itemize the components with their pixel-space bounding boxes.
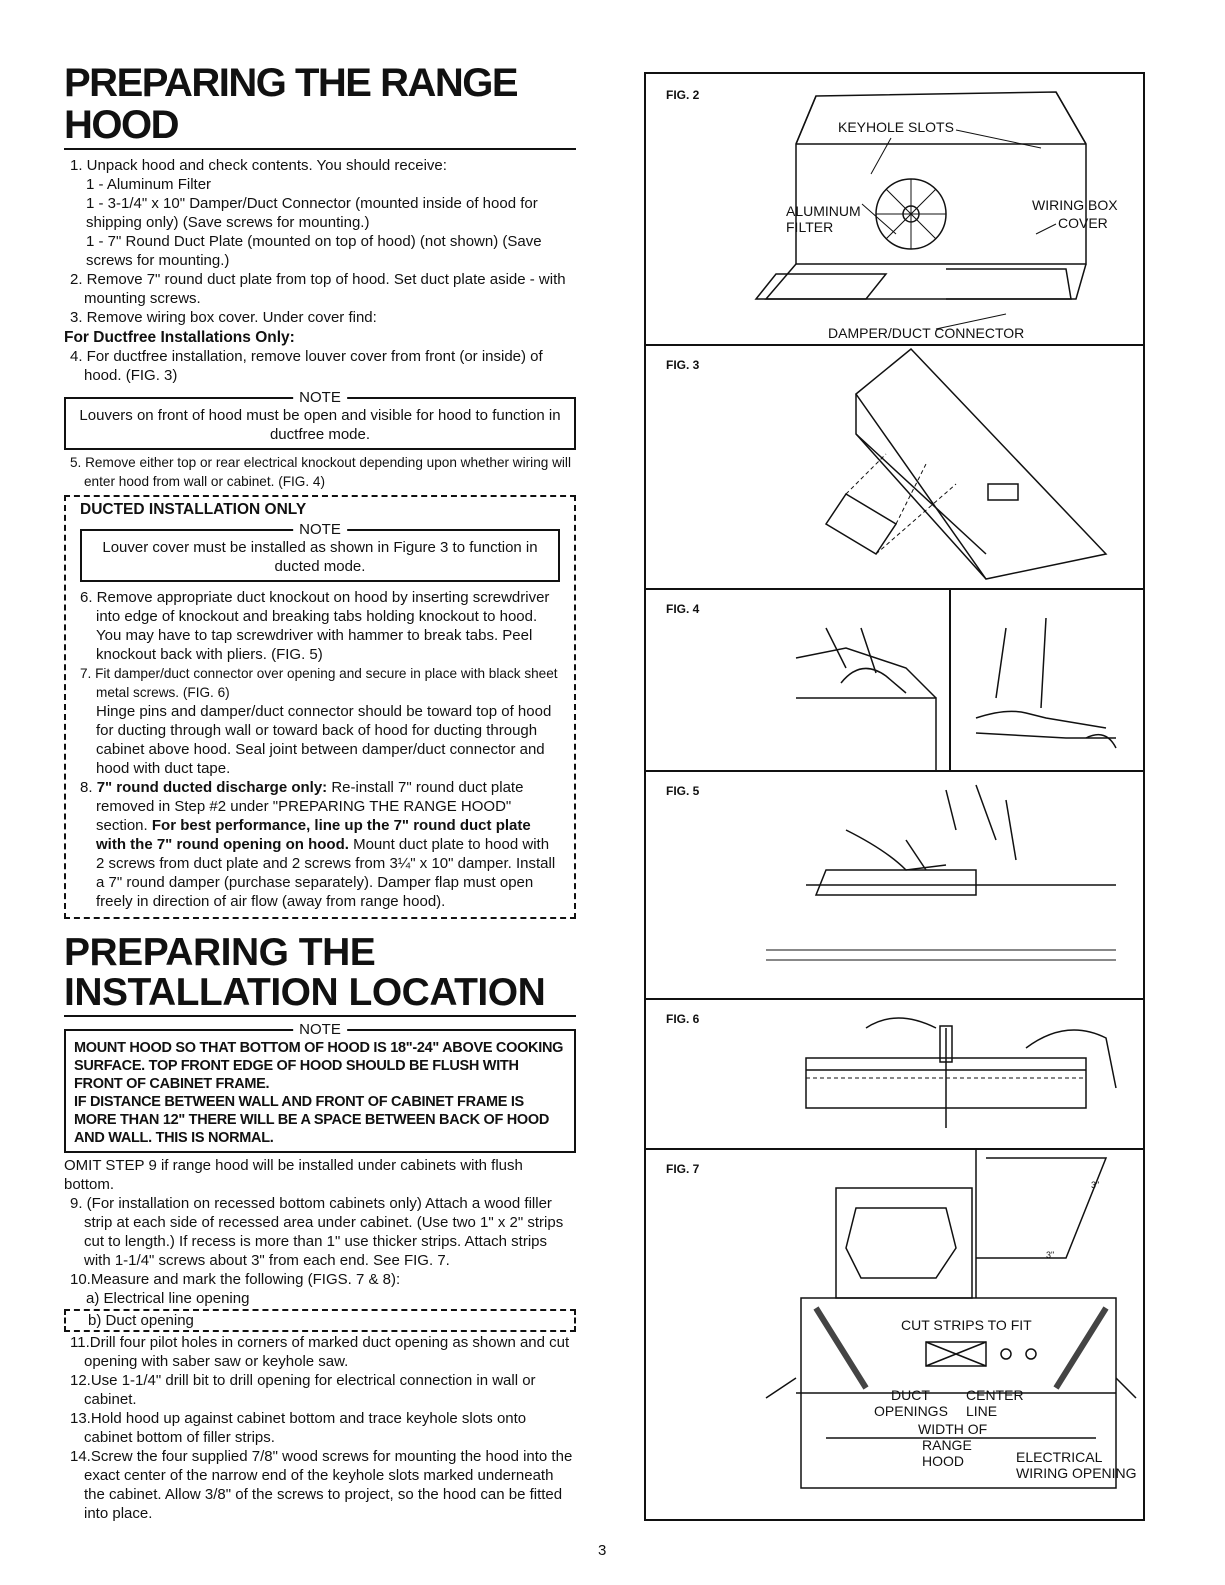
- step-4: 4. For ductfree installation, remove lou…: [70, 348, 543, 384]
- note-paragraph-1: MOUNT HOOD SO THAT BOTTOM OF HOOD IS 18"…: [74, 1040, 564, 1092]
- dimension-3in-a: 3": [1091, 1180, 1099, 1190]
- note-label: NOTE: [293, 520, 347, 539]
- note-text: Louvers on front of hood must be open an…: [79, 407, 561, 443]
- ducted-heading: DUCTED INSTALLATION ONLY: [80, 501, 307, 518]
- filter-label: FILTER: [786, 219, 833, 235]
- duct-label: DUCT: [891, 1387, 930, 1403]
- step-3: 3. Remove wiring box cover. Under cover …: [70, 309, 377, 326]
- step-10b-box: b) Duct opening: [64, 1309, 576, 1332]
- section-title-preparing-range-hood: PREPARING THE RANGE HOOD: [64, 62, 576, 150]
- title-line-2: INSTALLATION LOCATION: [64, 971, 546, 1014]
- figure-label: FIG. 3: [666, 358, 700, 372]
- note-louver-cover: NOTE Louver cover must be installed as s…: [80, 520, 560, 582]
- figures-panel: FIG. 2 KEYHOLE SLOTS ALUMINUM FILTER WIR…: [644, 72, 1145, 1521]
- step-5: 5. Remove either top or rear electrical …: [70, 455, 571, 489]
- step-10b: b) Duct opening: [88, 1312, 194, 1329]
- cut-strips-label: CUT STRIPS TO FIT: [901, 1317, 1032, 1333]
- note-paragraph-2: IF DISTANCE BETWEEN WALL AND FRONT OF CA…: [74, 1094, 550, 1146]
- aluminum-label: ALUMINUM: [786, 203, 861, 219]
- step-2: 2. Remove 7" round duct plate from top o…: [70, 271, 566, 307]
- figure-6-illustration: [805, 1017, 1117, 1128]
- dimension-3in-b: 3": [1046, 1250, 1054, 1260]
- figure-2: FIG. 2 KEYHOLE SLOTS ALUMINUM FILTER WIR…: [646, 74, 1143, 346]
- cover-label: COVER: [1058, 215, 1108, 231]
- note-text: Louver cover must be installed as shown …: [102, 539, 538, 575]
- step-9: 9. (For installation on recessed bottom …: [70, 1195, 564, 1269]
- note-mounting: NOTE MOUNT HOOD SO THAT BOTTOM OF HOOD I…: [64, 1020, 576, 1153]
- step-10a: a) Electrical line opening: [86, 1290, 250, 1307]
- damper-duct-connector-label: DAMPER/DUCT CONNECTOR: [828, 325, 1024, 341]
- ducted-installation-box: DUCTED INSTALLATION ONLY NOTE Louver cov…: [64, 495, 576, 919]
- step-7-continued: Hinge pins and damper/duct connector sho…: [96, 703, 552, 777]
- figure-2-illustration: KEYHOLE SLOTS ALUMINUM FILTER WIRING BOX…: [754, 91, 1118, 341]
- step-10: 10.Measure and mark the following (FIGS.…: [70, 1271, 401, 1288]
- note-louvers: NOTE Louvers on front of hood must be op…: [64, 388, 576, 450]
- step-8-bold-2: For best performance, line up the 7" rou…: [96, 817, 531, 853]
- step-8-number: 8.: [80, 779, 93, 796]
- step-14: 14.Screw the four supplied 7/8" wood scr…: [70, 1448, 573, 1522]
- electrical-label: ELECTRICAL: [1016, 1449, 1103, 1465]
- figure-4: FIG. 4: [646, 588, 1143, 772]
- openings-label: OPENINGS: [874, 1403, 948, 1419]
- line-label: LINE: [966, 1403, 997, 1419]
- figure-6: FIG. 6: [646, 998, 1143, 1150]
- figure-5: FIG. 5: [646, 770, 1143, 1000]
- ductfree-heading: For Ductfree Installations Only:: [64, 329, 295, 346]
- range-label: RANGE: [922, 1437, 972, 1453]
- step-1-item-3: 1 - 7" Round Duct Plate (mounted on top …: [86, 233, 542, 269]
- step-1: 1. Unpack hood and check contents. You s…: [70, 157, 447, 174]
- figure-label: FIG. 7: [666, 1162, 700, 1176]
- step-1-item-2: 1 - 3-1/4" x 10" Damper/Duct Connector (…: [86, 195, 538, 231]
- step-8-text-1: Re-install 7" round duct plate removed i…: [96, 779, 524, 834]
- step-11: 11.Drill four pilot holes in corners of …: [70, 1334, 570, 1370]
- figure-label: FIG. 4: [666, 602, 700, 616]
- step-8: 8. 7" round ducted discharge only: Re-in…: [80, 778, 560, 911]
- figure-3: FIG. 3: [646, 344, 1143, 590]
- page-number: 3: [598, 1542, 607, 1559]
- figure-label: FIG. 5: [666, 784, 700, 798]
- left-column: PREPARING THE RANGE HOOD 1. Unpack hood …: [64, 62, 576, 1523]
- step-1-item-1: 1 - Aluminum Filter: [86, 176, 212, 193]
- step-7: 7. Fit damper/duct connector over openin…: [80, 666, 558, 700]
- width-of-label: WIDTH OF: [918, 1421, 987, 1437]
- title-line-1: PREPARING THE: [64, 931, 376, 974]
- figure-label: FIG. 6: [666, 1012, 700, 1026]
- figure-3-illustration: [824, 347, 1108, 580]
- step-12: 12.Use 1-1/4" drill bit to drill opening…: [70, 1372, 536, 1408]
- hood-label: HOOD: [922, 1453, 964, 1469]
- step-6: 6. Remove appropriate duct knockout on h…: [80, 589, 550, 663]
- note-label: NOTE: [293, 388, 347, 407]
- omit-step-9: OMIT STEP 9 if range hood will be instal…: [64, 1157, 523, 1193]
- figure-label: FIG. 2: [666, 88, 700, 102]
- figure-4-illustration: [795, 588, 1117, 770]
- note-label: NOTE: [293, 1020, 347, 1039]
- keyhole-slots-label: KEYHOLE SLOTS: [838, 119, 954, 135]
- step-8-bold-1: 7" round ducted discharge only:: [96, 779, 328, 796]
- wiring-box-label: WIRING BOX: [1032, 197, 1118, 213]
- center-label: CENTER: [966, 1387, 1024, 1403]
- figure-5-illustration: [766, 784, 1116, 961]
- figure-7: FIG. 7 CUT STRIPS TO FIT DUCT OPENINGS C: [646, 1148, 1143, 1519]
- step-8-text-2: Mount duct plate to hood with 2 screws f…: [96, 836, 556, 910]
- wiring-opening-label: WIRING OPENING: [1016, 1465, 1137, 1481]
- step-13: 13.Hold hood up against cabinet bottom a…: [70, 1410, 527, 1446]
- figure-7-illustration: CUT STRIPS TO FIT DUCT OPENINGS CENTER L…: [765, 1148, 1137, 1489]
